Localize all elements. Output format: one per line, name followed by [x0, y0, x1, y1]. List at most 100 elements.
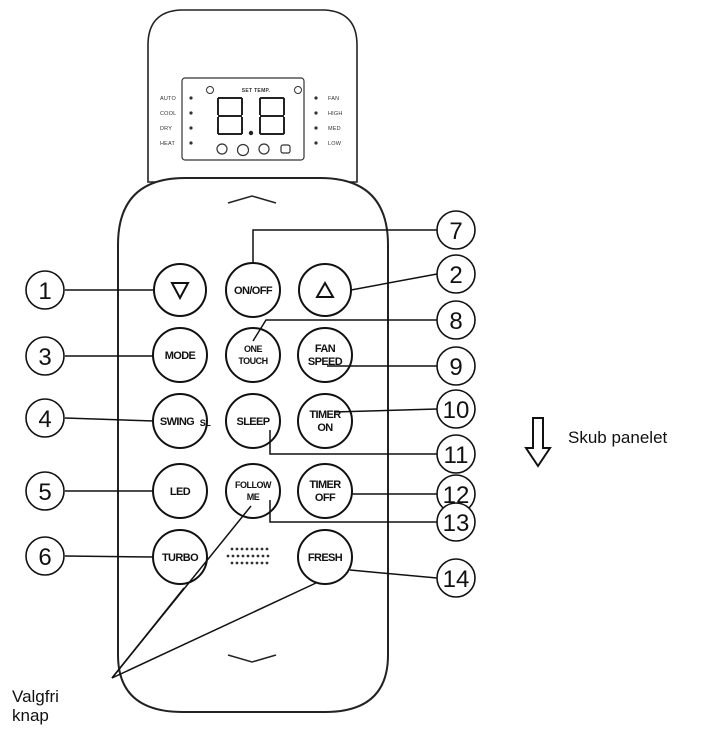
ir-dot	[240, 547, 244, 551]
fresh-button[interactable]: FRESH	[297, 529, 353, 585]
leader-6	[64, 555, 154, 558]
down-button[interactable]	[153, 263, 207, 317]
leader-2	[350, 273, 438, 291]
ir-dot	[236, 554, 240, 558]
optional-button-label: Valgfri knap	[12, 687, 59, 725]
ir-dot	[265, 561, 269, 565]
svg-text:8: 8	[449, 308, 462, 335]
svg-text:COOL: COOL	[160, 111, 176, 117]
led-button[interactable]: LED	[152, 463, 208, 519]
up-button[interactable]	[298, 263, 352, 317]
callout-8: 8	[436, 300, 476, 340]
follow-me-button[interactable]: FOLLOW ME	[225, 463, 281, 519]
fan-speed-button[interactable]: FAN SPEED	[297, 327, 353, 383]
one-touch-button[interactable]: ONE TOUCH	[225, 327, 281, 383]
callout-7: 7	[436, 210, 476, 250]
ir-dot	[230, 561, 234, 565]
svg-text:FAN: FAN	[328, 96, 339, 102]
sleep-label: SLEEP	[236, 416, 269, 428]
ir-dot	[245, 547, 249, 551]
callout-10: 10	[436, 389, 476, 429]
ir-dot	[255, 561, 259, 565]
timer-icon	[216, 143, 228, 155]
swing-label: SWING	[160, 416, 194, 428]
callout-1: 1	[25, 270, 65, 310]
one-touch-label-2: TOUCH	[238, 356, 267, 366]
remote-buttons: ON/OFF MODE ONE TOUCH FAN SPEED SWING SL	[152, 262, 353, 585]
timer-on-label-1: TIMER	[309, 409, 341, 421]
fan-speed-label-2: SPEED	[308, 356, 343, 368]
seven-segment-display	[217, 97, 285, 136]
leader-7	[252, 229, 437, 263]
mode-button[interactable]: MODE	[152, 327, 208, 383]
timer-off-button[interactable]: TIMER OFF	[297, 463, 353, 519]
optional-label-line1: Valgfri	[12, 687, 59, 706]
svg-text:3: 3	[38, 344, 51, 371]
sleep-icon	[236, 143, 250, 157]
svg-text:9: 9	[449, 354, 462, 381]
leader-8	[252, 319, 437, 342]
callout-9: 9	[436, 346, 476, 386]
optional-label-line2: knap	[12, 706, 49, 725]
ir-dot	[256, 554, 260, 558]
indicator-icon	[206, 86, 214, 94]
optional-leader-follow-me	[111, 505, 252, 679]
led-label: LED	[170, 486, 191, 498]
follow-me-label-2: ME	[247, 492, 260, 502]
swing-suffix-label: SL	[200, 418, 212, 428]
ir-dot	[265, 547, 269, 551]
svg-text:13: 13	[443, 510, 470, 537]
sleep-button[interactable]: SLEEP	[225, 393, 281, 449]
fan-speed-label-1: FAN	[315, 343, 336, 355]
ir-dot	[226, 554, 230, 558]
fresh-label: FRESH	[308, 552, 343, 564]
ir-dot	[231, 554, 235, 558]
timer-on-button[interactable]: TIMER ON	[297, 393, 353, 449]
ir-dot	[250, 561, 254, 565]
callout-5: 5	[25, 471, 65, 511]
on-off-button[interactable]: ON/OFF	[225, 262, 281, 318]
mode-label: MODE	[165, 350, 196, 362]
callout-11: 11	[436, 434, 476, 474]
ir-dot	[240, 561, 244, 565]
ir-dot	[251, 554, 255, 558]
indicator-icon	[294, 86, 302, 94]
leader-13	[269, 500, 437, 523]
timer-on-label-2: ON	[317, 422, 333, 434]
svg-text:HEAT: HEAT	[160, 141, 176, 147]
callout-2: 2	[436, 254, 476, 294]
leader-14	[349, 569, 438, 579]
callouts: 1 2 3 4 5 6 7 8 9 10 11 12 13 14	[25, 210, 476, 598]
svg-text:6: 6	[38, 544, 51, 571]
leader-11	[269, 430, 437, 455]
svg-text:AUTO: AUTO	[160, 96, 177, 102]
turbo-label: TURBO	[162, 552, 199, 564]
svg-text:LOW: LOW	[328, 141, 342, 147]
leader-10	[333, 408, 438, 413]
slide-panel-label: Skub panelet	[568, 428, 668, 447]
ir-dot	[266, 554, 270, 558]
svg-text:4: 4	[38, 406, 51, 433]
ir-dot	[246, 554, 250, 558]
ir-dot	[230, 547, 234, 551]
ir-dot	[260, 547, 264, 551]
up-arrow-icon	[315, 280, 335, 298]
svg-text:MED: MED	[328, 126, 341, 132]
down-arrow-icon	[524, 417, 552, 468]
callout-6: 6	[25, 536, 65, 576]
svg-text:5: 5	[38, 479, 51, 506]
slide-up-chevron-icon	[227, 195, 277, 204]
ir-dot	[261, 554, 265, 558]
turbo-button[interactable]: TURBO	[152, 529, 208, 585]
timer-off-label-1: TIMER	[309, 479, 341, 491]
display-module: SET TEMP. AUTO COOL DRY HEAT	[147, 9, 358, 183]
callout-13: 13	[436, 502, 476, 542]
svg-text:7: 7	[449, 218, 462, 245]
svg-text:HIGH: HIGH	[328, 111, 343, 117]
leader-lines	[64, 229, 438, 679]
ir-dot	[255, 547, 259, 551]
optional-leader-fresh	[111, 582, 317, 679]
lcd-status-icons	[216, 143, 291, 157]
